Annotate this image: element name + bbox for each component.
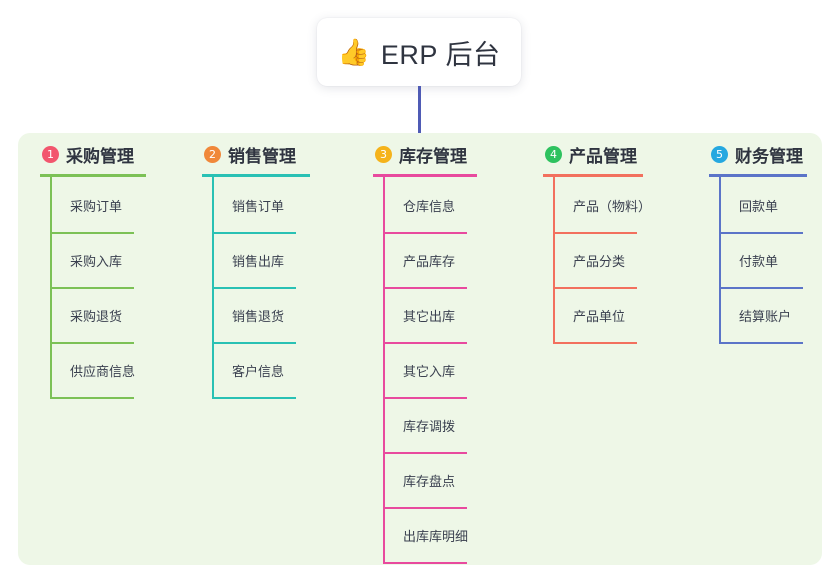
branch-item-label: 回款单 [739,199,779,214]
branch-item-label: 库存盘点 [403,474,456,489]
branch-item[interactable]: 结算账户 [719,298,819,344]
branch-item[interactable]: 销售出库 [212,243,312,289]
branch-column-1: 1 采购管理采购订单采购入库采购退货供应商信息 [40,140,146,399]
branch-item[interactable]: 其它入库 [383,353,483,399]
branch-underline [40,174,146,177]
branch-item-underline [383,287,467,289]
branch-item[interactable]: 销售订单 [212,188,312,234]
branch-title: 库存管理 [399,146,467,166]
branch-item-label: 仓库信息 [403,199,456,214]
branch-item-underline [383,232,467,234]
branch-item[interactable]: 回款单 [719,188,819,234]
branch-item[interactable]: 产品库存 [383,243,483,289]
branch-item[interactable]: 产品单位 [553,298,653,344]
branch-underline [202,174,310,177]
branch-item-label: 结算账户 [739,309,792,324]
branch-column-4: 4 产品管理产品（物料） 产品分类产品单位 [543,140,651,344]
branch-item[interactable]: 采购入库 [50,243,150,289]
branch-number-badge: 4 [545,145,562,163]
branch-spine [553,177,555,344]
branch-item-underline [553,287,637,289]
branch-item-underline [719,342,803,344]
branch-underline [373,174,477,177]
root-stem-connector [418,86,421,138]
branch-item[interactable]: 销售退货 [212,298,312,344]
branch-item-underline [383,342,467,344]
branch-header-1[interactable]: 1 采购管理 [40,140,134,168]
branch-item-label: 产品分类 [573,254,626,269]
branch-item-label: 销售退货 [232,309,285,324]
branch-item-label: 采购订单 [70,199,123,214]
root-node-card[interactable]: 👍 ERP 后台 [317,18,521,86]
branches-panel [18,133,822,565]
branch-number-badge: 3 [375,145,392,163]
branch-spine [383,177,385,564]
branch-title: 采购管理 [66,146,134,166]
branch-item[interactable]: 采购订单 [50,188,150,234]
branch-item-underline [212,397,296,399]
branch-item-underline [383,507,467,509]
branch-item-label: 产品库存 [403,254,456,269]
branch-item-underline [212,232,296,234]
branch-number-badge: 1 [42,145,59,163]
branch-item-underline [553,342,637,344]
branch-item[interactable]: 客户信息 [212,353,312,399]
branch-column-3: 3 库存管理仓库信息产品库存其它出库其它入库库存调拨库存盘点出库库明细 [373,140,477,564]
branch-item-label: 付款单 [739,254,779,269]
branch-item[interactable]: 库存调拨 [383,408,483,454]
branch-item-underline [50,397,134,399]
branch-header-2[interactable]: 2 销售管理 [202,140,296,168]
branch-item-label: 库存调拨 [403,419,456,434]
branch-item-label: 采购入库 [70,254,123,269]
branch-item-label: 客户信息 [232,364,285,379]
branch-item[interactable]: 仓库信息 [383,188,483,234]
branch-spine [719,177,721,344]
branch-item-label: 产品（物料） [573,199,652,214]
branch-item[interactable]: 库存盘点 [383,463,483,509]
branch-item-label: 产品单位 [573,309,626,324]
branch-item-label: 其它出库 [403,309,456,324]
branch-number-badge: 5 [711,145,728,163]
branch-item-underline [212,342,296,344]
branch-item-label: 其它入库 [403,364,456,379]
branch-item-label: 采购退货 [70,309,123,324]
branch-item[interactable]: 供应商信息 [50,353,150,399]
branch-item-label: 销售出库 [232,254,285,269]
branch-item-label: 销售订单 [232,199,285,214]
branch-item-underline [212,287,296,289]
branch-underline [543,174,643,177]
branch-number-badge: 2 [204,145,221,163]
thumbs-up-icon: 👍 [337,37,370,67]
branch-item-underline [50,342,134,344]
branch-title: 财务管理 [735,146,803,166]
branch-item[interactable]: 付款单 [719,243,819,289]
branch-item-underline [719,287,803,289]
branch-item-label: 出库库明细 [403,529,469,544]
branch-item[interactable]: 产品（物料） [553,188,653,234]
branch-item[interactable]: 其它出库 [383,298,483,344]
branch-item-underline [553,232,637,234]
branch-item[interactable]: 采购退货 [50,298,150,344]
branch-item-underline [50,232,134,234]
branch-item-underline [719,232,803,234]
branch-item-underline [383,452,467,454]
branch-column-2: 2 销售管理销售订单销售出库销售退货客户信息 [202,140,310,399]
branch-underline [709,174,807,177]
branch-column-5: 5 财务管理回款单付款单结算账户 [709,140,807,344]
branch-item-underline [383,562,467,564]
branch-title: 销售管理 [228,146,296,166]
branch-item-underline [383,397,467,399]
branch-header-4[interactable]: 4 产品管理 [543,140,637,168]
branch-item-underline [50,287,134,289]
branch-header-3[interactable]: 3 库存管理 [373,140,467,168]
root-node-title: ERP 后台 [380,39,501,70]
branch-title: 产品管理 [569,146,637,166]
branch-header-5[interactable]: 5 财务管理 [709,140,803,168]
branch-item-label: 供应商信息 [70,364,136,379]
branch-item[interactable]: 产品分类 [553,243,653,289]
branch-item[interactable]: 出库库明细 [383,518,483,564]
